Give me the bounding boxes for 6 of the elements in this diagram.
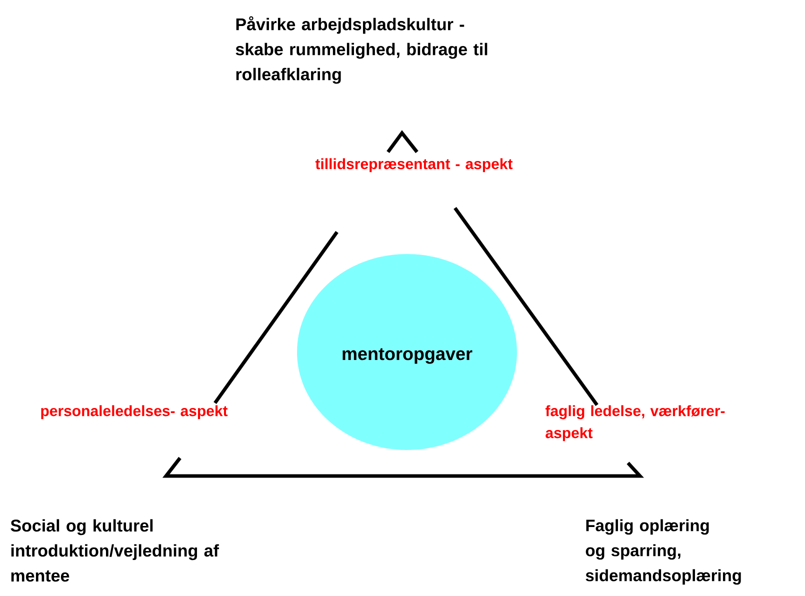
corner-label: Social og kulturel introduktion/vejledning af mentee xyxy=(10,519,219,582)
aspect-label: tillidsrepræsentant - aspekt xyxy=(315,158,513,172)
aspect-label: faglig ledelse, værkfører-aspekt xyxy=(545,405,725,442)
corner-label: Faglig oplæring og sparring, sidemandsoplæring xyxy=(586,519,741,585)
corner-label: Påvirke arbejdspladskultur - skabe rummelighed, bidrage til rolleafklaring xyxy=(236,16,488,84)
aspect-label: personaleledelses- aspekt xyxy=(41,405,228,420)
